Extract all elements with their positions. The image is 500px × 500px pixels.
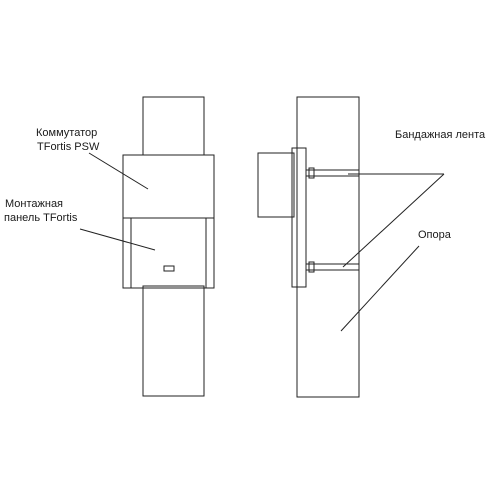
leader-pole <box>340 245 420 332</box>
front-switch-box <box>122 154 215 219</box>
label-pole: Опора <box>418 229 452 241</box>
band-lower <box>305 261 360 273</box>
front-pole-bottom <box>142 285 205 397</box>
leader-band-lower <box>342 173 445 268</box>
label-switch-line2: TFortis PSW <box>37 141 100 153</box>
side-view <box>257 96 360 398</box>
leader-lines <box>79 152 445 332</box>
side-switch-box <box>257 152 295 218</box>
side-mounting-plate <box>291 147 307 288</box>
front-panel-flange <box>122 217 215 289</box>
leader-panel <box>79 228 156 251</box>
side-pole <box>296 96 360 398</box>
panel-slot <box>163 265 175 272</box>
label-panel-line1: Монтажная <box>5 198 63 210</box>
label-panel-line2: панель TFortis <box>4 212 78 224</box>
label-switch-line1: Коммутатор <box>36 127 97 139</box>
label-band: Бандажная лента <box>395 129 486 141</box>
front-pole-top <box>142 96 205 156</box>
labels: Коммутатор TFortis PSW Монтажная панель … <box>4 127 486 241</box>
band-upper <box>305 167 360 179</box>
leader-switch <box>88 152 149 190</box>
front-view <box>122 96 215 397</box>
